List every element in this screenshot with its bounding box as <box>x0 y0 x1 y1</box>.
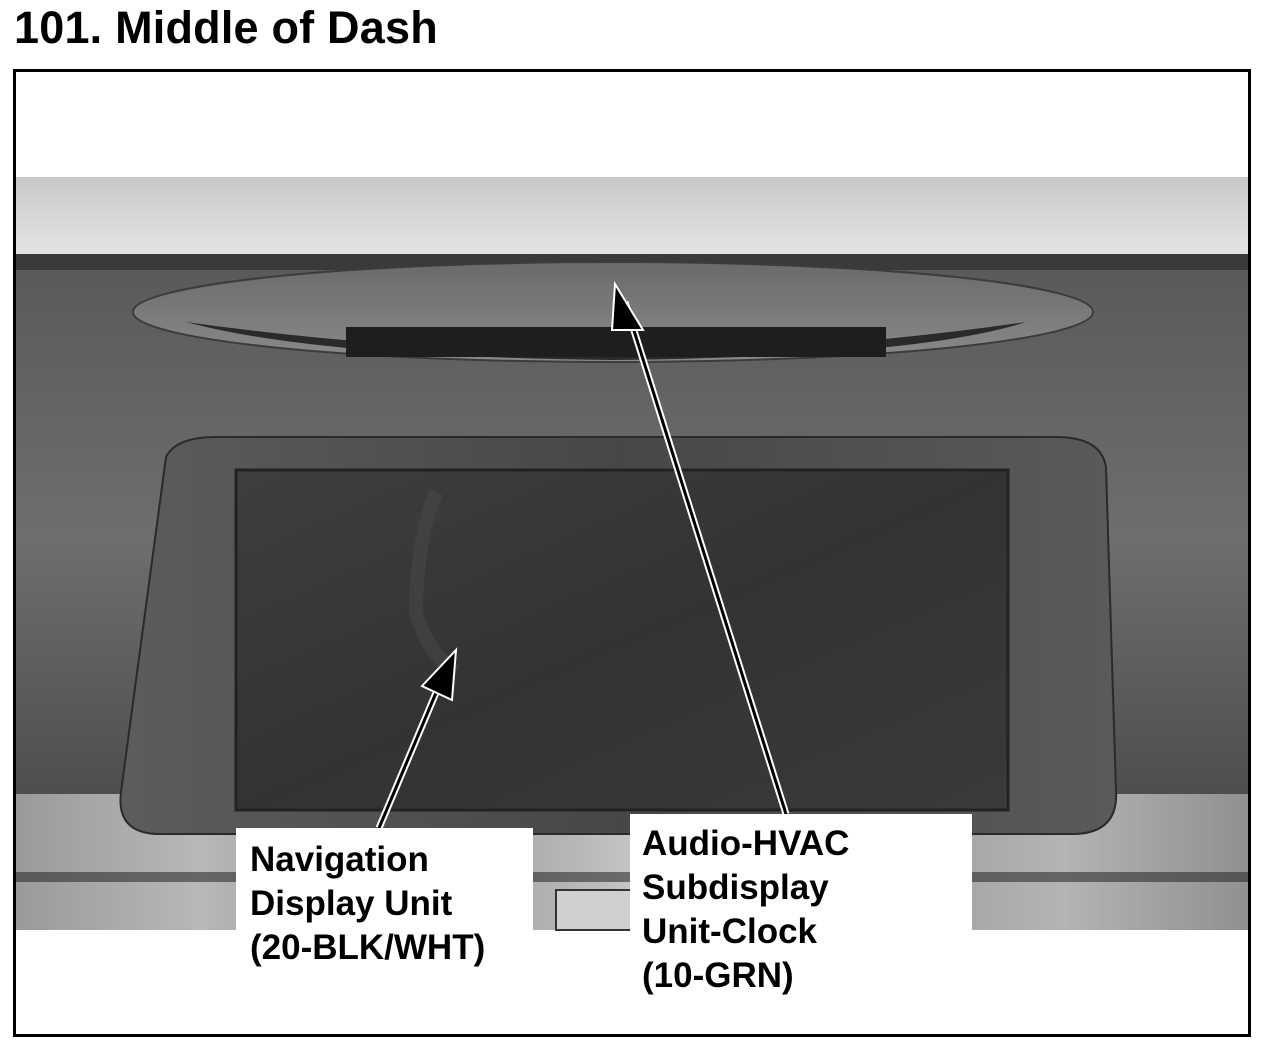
callout-sub-line4: (10-GRN) <box>642 956 794 995</box>
callout-sub-line3: Unit-Clock <box>642 912 817 951</box>
dash-photo <box>16 177 1248 931</box>
figure-frame: Navigation Display Unit (20-BLK/WHT) Aud… <box>13 69 1251 1037</box>
callout-audio-hvac-subdisplay: Audio-HVAC Subdisplay Unit-Clock (10-GRN… <box>630 814 972 1034</box>
callout-sub-line1: Audio-HVAC <box>642 824 850 863</box>
callout-nav-line1: Navigation <box>250 840 429 879</box>
callout-nav-line2: Display Unit <box>250 884 453 923</box>
callout-navigation-display-unit: Navigation Display Unit (20-BLK/WHT) <box>236 828 533 1033</box>
page-title: 101. Middle of Dash <box>14 2 438 53</box>
callout-sub-line2: Subdisplay <box>642 868 829 907</box>
callout-nav-line3: (20-BLK/WHT) <box>250 928 486 967</box>
